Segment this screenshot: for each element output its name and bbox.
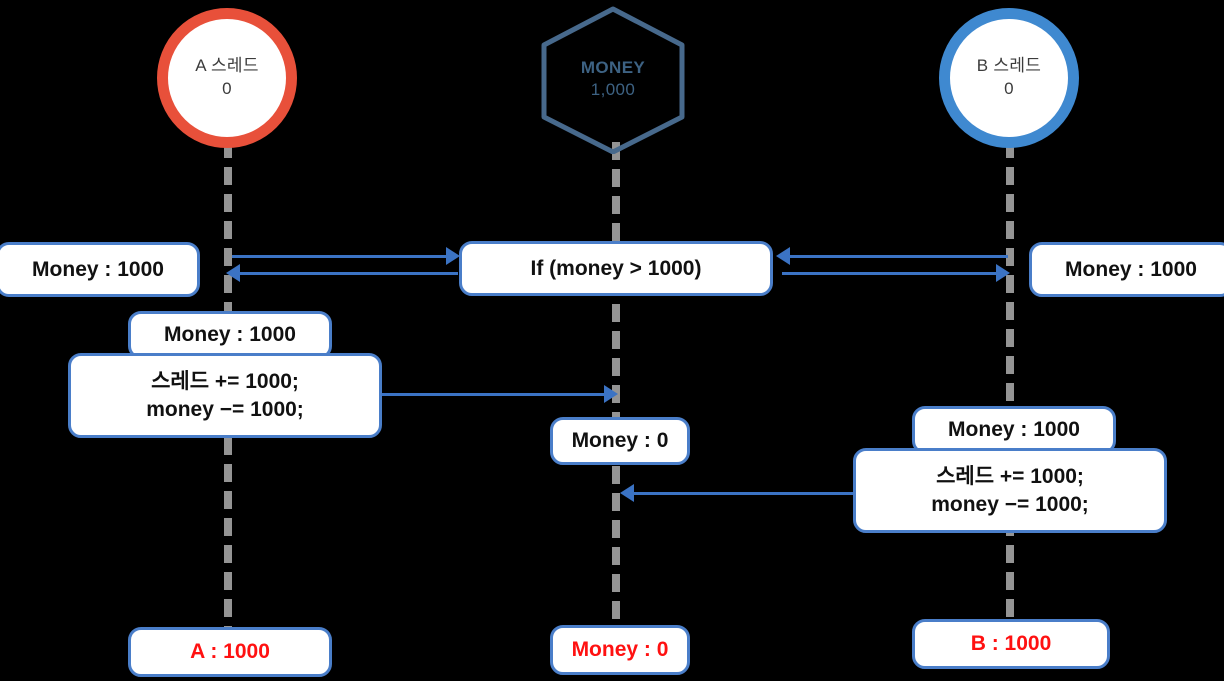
box-a-code[interactable]: 스레드 += 1000; money −= 1000; xyxy=(68,353,382,438)
box-a-code-line-1: 스레드 += 1000; xyxy=(151,369,299,393)
box-a-state[interactable]: Money : 1000 xyxy=(128,311,332,359)
box-a-read-label: Money : 1000 xyxy=(32,257,164,281)
box-b-read-label: Money : 1000 xyxy=(1065,257,1197,281)
node-thread-a-value: 0 xyxy=(222,79,232,98)
hexagon-shape xyxy=(541,6,685,154)
box-b-result-label: B : 1000 xyxy=(970,632,1052,656)
box-a-state-label: Money : 1000 xyxy=(164,323,296,347)
arrow-a-to-condition-head xyxy=(446,247,460,265)
node-thread-a-name: A 스레드 xyxy=(195,56,259,76)
arrow-b-to-condition-head xyxy=(776,247,790,265)
box-condition[interactable]: If (money > 1000) xyxy=(459,241,773,296)
arrow-a-code-to-money-head xyxy=(604,385,618,403)
node-thread-b-name: B 스레드 xyxy=(976,56,1042,76)
box-center-result[interactable]: Money : 0 xyxy=(550,625,690,675)
arrow-b-to-condition-line xyxy=(786,255,1008,258)
box-a-code-line-2: money −= 1000; xyxy=(146,397,304,421)
arrow-b-code-to-money-head xyxy=(620,484,634,502)
box-center-money-mid[interactable]: Money : 0 xyxy=(550,417,690,465)
box-b-code[interactable]: 스레드 += 1000; money −= 1000; xyxy=(853,448,1167,533)
box-b-code-line-2: money −= 1000; xyxy=(931,492,1089,516)
arrow-a-code-to-money-line xyxy=(382,393,608,396)
box-a-result[interactable]: A : 1000 xyxy=(128,627,332,677)
arrow-condition-to-b-head xyxy=(996,264,1010,282)
box-center-result-label: Money : 0 xyxy=(571,638,669,662)
arrow-b-code-to-money-line xyxy=(630,492,856,495)
box-b-state[interactable]: Money : 1000 xyxy=(912,406,1116,454)
box-condition-label: If (money > 1000) xyxy=(530,256,702,280)
box-b-read[interactable]: Money : 1000 xyxy=(1029,242,1224,297)
lifeline-thread-b xyxy=(1006,140,1014,640)
box-b-code-line-1: 스레드 += 1000; xyxy=(936,464,1084,488)
box-a-read[interactable]: Money : 1000 xyxy=(0,242,200,297)
arrow-condition-to-b-line xyxy=(782,272,1000,275)
node-thread-b[interactable]: B 스레드 0 xyxy=(939,8,1079,148)
box-b-state-label: Money : 1000 xyxy=(948,418,1080,442)
node-thread-a[interactable]: A 스레드 0 xyxy=(157,8,297,148)
arrow-condition-to-a-line xyxy=(236,272,458,275)
box-a-result-label: A : 1000 xyxy=(190,640,270,664)
arrow-a-to-condition-line xyxy=(232,255,450,258)
box-b-result[interactable]: B : 1000 xyxy=(912,619,1110,669)
box-center-money-mid-label: Money : 0 xyxy=(571,429,669,453)
node-money-hexagon[interactable]: MONEY 1,000 xyxy=(537,4,689,154)
arrow-condition-to-a-head xyxy=(226,264,240,282)
node-thread-b-value: 0 xyxy=(1004,79,1014,98)
